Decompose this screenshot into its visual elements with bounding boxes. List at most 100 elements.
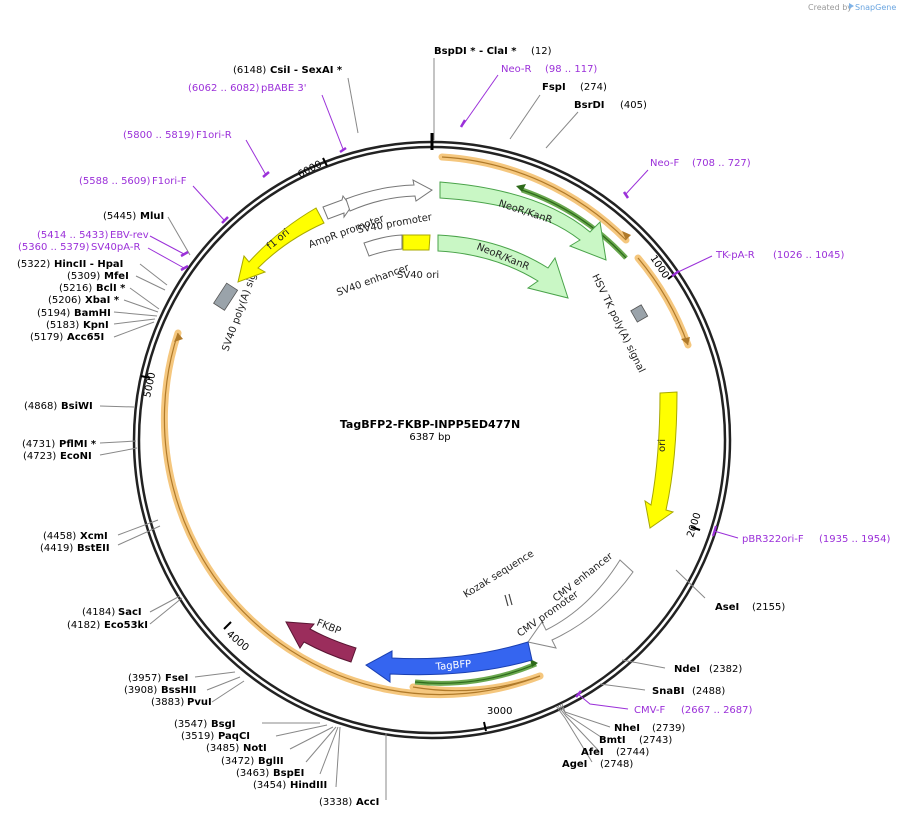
- primer-neo-r-range: (98 .. 117): [545, 64, 597, 75]
- site-asei: AseI: [715, 602, 739, 613]
- site-nhei-pos: (2739): [652, 723, 685, 734]
- site-xcmi-pos: (4458): [43, 531, 76, 542]
- site-bmti: BmtI: [599, 735, 626, 746]
- site-bsteii: BstEII: [77, 543, 110, 554]
- site-bamhi: BamHI: [74, 308, 111, 319]
- snapgene-logo-icon: [849, 3, 854, 9]
- site-snabi: SnaBI: [652, 686, 684, 697]
- primer-neo-f-range: (708 .. 727): [692, 158, 751, 169]
- primer-marks: [180, 119, 680, 698]
- green-arrow-2: [530, 659, 538, 667]
- site-bsshii: BssHII: [161, 685, 196, 696]
- site-agei: AgeI: [562, 759, 587, 770]
- ori-arrow[interactable]: [644, 391, 678, 529]
- site-paqci-pos: (3519): [181, 731, 214, 742]
- site-csii-sexai: CsiI - SexAI *: [270, 65, 343, 76]
- primer-sv40pa-r-range: (5360 .. 5379): [18, 242, 90, 253]
- credit-prefix: Created by: [808, 3, 852, 12]
- site-bcli: BclI *: [96, 283, 126, 294]
- site-bamhi-pos: (5194): [37, 308, 70, 319]
- site-eco53ki-pos: (4182): [67, 620, 100, 631]
- tick-6000: 6000: [296, 159, 324, 181]
- site-mlui: MluI: [140, 211, 164, 222]
- sv40-ori-box[interactable]: [402, 234, 431, 251]
- site-pflmi: PflMI *: [59, 439, 97, 450]
- site-noti-pos: (3485): [206, 743, 239, 754]
- tick-2000: 2000: [685, 511, 703, 539]
- tagbfp-label: TagBFP: [434, 659, 471, 673]
- kozak-label: Kozak sequence: [462, 548, 536, 600]
- map-length: 6387 bp: [409, 432, 450, 443]
- map-title: TagBFP2-FKBP-INPP5ED477N: [340, 418, 520, 431]
- orf-arrow-1: [622, 231, 631, 240]
- site-bsshii-pos: (3908): [124, 685, 157, 696]
- site-bspdi-clai: BspDI * - ClaI *: [434, 46, 517, 57]
- primer-cmv-f-range: (2667 .. 2687): [681, 705, 753, 716]
- site-hincii-hpai-pos: (5322): [17, 259, 50, 270]
- site-econi-pos: (4723): [23, 451, 56, 462]
- site-kpni-pos: (5183): [46, 320, 79, 331]
- site-acc65i-pos: (5179): [30, 332, 63, 343]
- site-kpni: KpnI: [83, 320, 109, 331]
- site-csii-sexai-pos: (6148): [233, 65, 266, 76]
- site-xbai: XbaI *: [85, 295, 120, 306]
- site-bcli-pos: (5216): [59, 283, 92, 294]
- site-bsrdi-pos: (405): [620, 100, 647, 111]
- site-ndei-pos: (2382): [709, 664, 742, 675]
- site-xbai-pos: (5206): [48, 295, 81, 306]
- neor-inner-arrow[interactable]: [437, 234, 569, 299]
- sv40-enhancer-box[interactable]: [363, 234, 403, 257]
- ampr-promoter-arrow[interactable]: [322, 194, 352, 220]
- site-asei-pos: (2155): [752, 602, 785, 613]
- sv40-promoter-label: SV40 promoter: [357, 212, 434, 236]
- primer-tk-pa-r: TK-pA-R: [715, 250, 755, 261]
- tick-3000: 3000: [487, 706, 512, 717]
- site-eco53ki: Eco53kI: [104, 620, 148, 631]
- site-bmti-pos: (2743): [639, 735, 672, 746]
- site-mlui-pos: (5445): [103, 211, 136, 222]
- hsv-tk-pa-label: HSV TK poly(A) signal: [589, 272, 646, 374]
- site-hindiii: HindIII: [290, 780, 327, 791]
- kozak-mark: [504, 594, 509, 607]
- sv40-pa-box[interactable]: [213, 282, 239, 311]
- fkbp-arrow[interactable]: [285, 621, 357, 663]
- tagbfp-arrow[interactable]: [365, 641, 533, 683]
- site-paqci: PaqCI: [218, 731, 250, 742]
- green-arrow-1: [516, 184, 526, 192]
- site-noti: NotI: [243, 743, 267, 754]
- primer-neo-f: Neo-F: [650, 158, 680, 169]
- primer-sv40pa-r: SV40pA-R: [91, 242, 140, 253]
- site-bspei-pos: (3463): [236, 768, 269, 779]
- neor-outer-arrow[interactable]: [439, 181, 607, 261]
- site-pvui-pos: (3883): [151, 697, 184, 708]
- site-mfei-pos: (5309): [67, 271, 100, 282]
- site-saci: SacI: [118, 607, 142, 618]
- credit-brand: SnapGene: [855, 3, 896, 12]
- site-hincii-hpai: HincII - HpaI: [54, 259, 123, 270]
- sv40-promoter-arrow[interactable]: [345, 179, 433, 212]
- ori-label: ori: [657, 439, 668, 452]
- site-mfei: MfeI: [104, 271, 129, 282]
- site-fspi: FspI: [542, 82, 566, 93]
- primer-neo-r: Neo-R: [501, 64, 532, 75]
- primer-pbabe-3: pBABE 3': [261, 83, 307, 94]
- site-hindiii-pos: (3454): [253, 780, 286, 791]
- primer-f1ori-r: F1ori-R: [196, 130, 232, 141]
- hsv-tk-pa-box[interactable]: [630, 304, 649, 323]
- f1-ori-arrow[interactable]: [237, 207, 325, 283]
- site-agei-pos: (2748): [600, 759, 633, 770]
- site-saci-pos: (4184): [82, 607, 115, 618]
- site-nhei: NheI: [614, 723, 640, 734]
- cmv-enhancer-arrow[interactable]: [527, 559, 634, 649]
- site-pvui: PvuI: [187, 697, 212, 708]
- site-bsrdi: BsrDI: [574, 100, 605, 111]
- orf-arcs-core: [163, 156, 689, 696]
- sv40-ori-label: SV40 ori: [397, 270, 439, 281]
- orf-arrow-2: [681, 337, 690, 345]
- primer-leaders: [147, 74, 713, 710]
- tick-5000: 5000: [142, 371, 158, 398]
- site-snabi-pos: (2488): [692, 686, 725, 697]
- site-acc65i: Acc65I: [67, 332, 104, 343]
- site-ndei: NdeI: [674, 664, 700, 675]
